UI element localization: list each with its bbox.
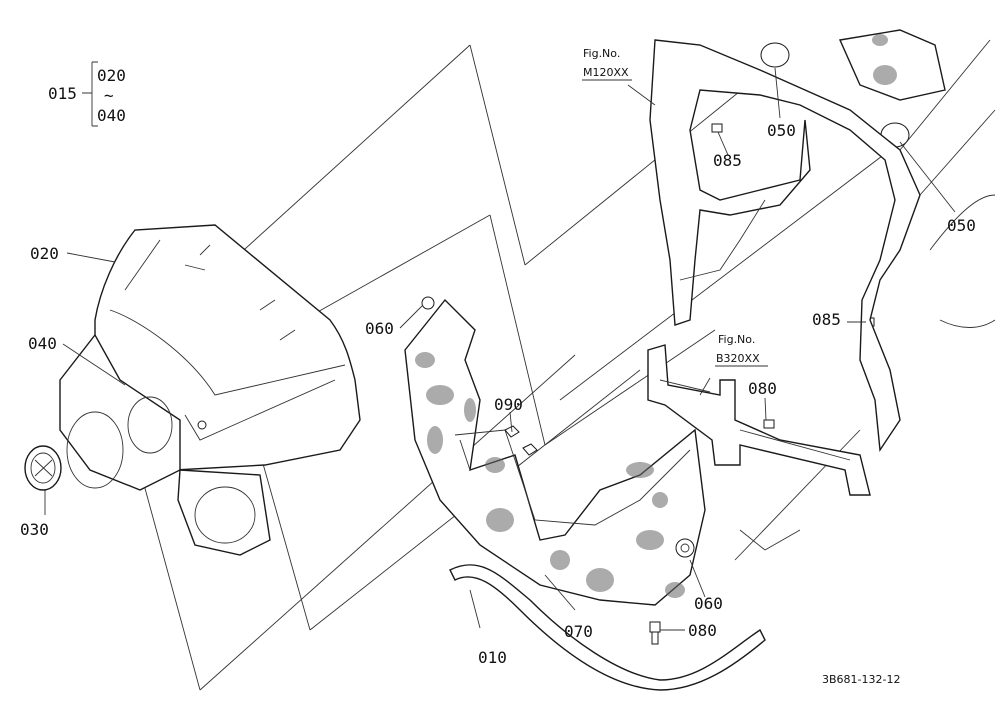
drawing-code: 3B681-132-12 <box>822 673 900 686</box>
callout-040-range-end: 040 <box>97 106 126 125</box>
callout-085-right: 085 <box>812 310 841 329</box>
callout-020: 020 <box>30 244 59 263</box>
upper-frame <box>649 29 996 453</box>
fig-ref-m120-title: Fig.No. <box>583 47 620 60</box>
callout-080-bottom: 080 <box>688 621 717 640</box>
callout-090: 090 <box>494 395 523 414</box>
callout-range-mark: ~ <box>104 86 114 105</box>
callout-080-right: 080 <box>748 379 777 398</box>
emblem-030 <box>24 445 62 491</box>
callout-085-top: 085 <box>713 151 742 170</box>
callout-030: 030 <box>20 520 49 539</box>
callout-040: 040 <box>28 334 57 353</box>
callouts: 015 020 ~ 040 020 040 030 060 090 070 01… <box>20 47 976 686</box>
rubber-strip-010 <box>449 564 766 691</box>
fig-ref-m120-code: M120XX <box>583 66 629 79</box>
callout-020-range-start: 020 <box>97 66 126 85</box>
callout-060-bottom: 060 <box>694 594 723 613</box>
fig-ref-b320-code: B320XX <box>716 352 760 365</box>
front-bonnet-020 <box>59 224 361 556</box>
leader-lines <box>44 61 956 631</box>
callout-015: 015 <box>48 84 77 103</box>
front-panel-070 <box>404 296 706 606</box>
callout-050-left: 050 <box>767 121 796 140</box>
callout-050-right: 050 <box>947 216 976 235</box>
callout-060-top: 060 <box>365 319 394 338</box>
callout-010: 010 <box>478 648 507 667</box>
lower-bracket <box>647 344 871 496</box>
callout-070: 070 <box>564 622 593 641</box>
fig-ref-b320-title: Fig.No. <box>718 333 755 346</box>
